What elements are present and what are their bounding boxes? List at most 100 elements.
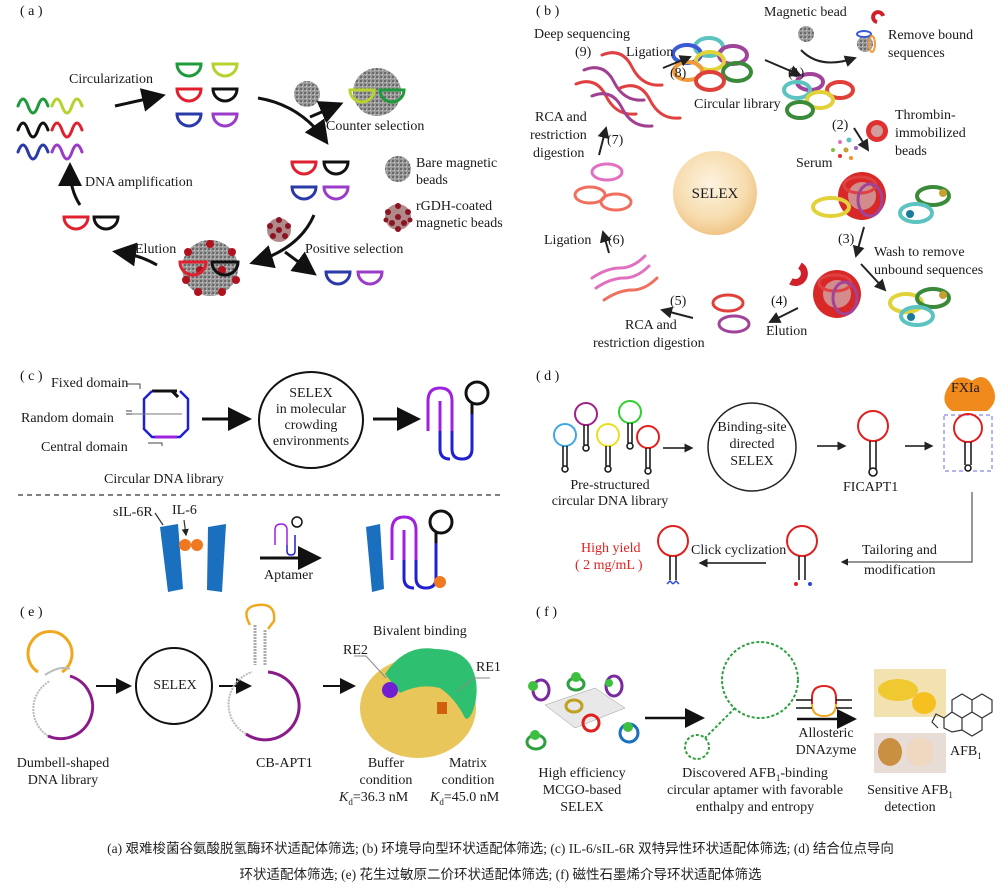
afb1-structure-icon [931,693,993,737]
label-counter-selection: Counter selection [326,119,425,134]
panel-c-tag: ( c ) [20,369,43,384]
label-aptamer: Aptamer [264,568,313,583]
label-selex-c-3: crowding [284,418,338,433]
matrix-kd-value: =45.0 nM [443,790,500,805]
label-library-e-2: DNA library [27,773,99,788]
elution-bead [178,240,240,296]
label-elution-b: Elution [766,324,808,339]
selex-cycle-c [258,371,364,469]
kd-subscript: d [439,796,444,807]
thrombin-bead-bound-2 [813,270,861,318]
circular-library-pool [175,62,239,128]
label-step7: (7) [607,133,624,148]
label-tailoring-1: Tailoring and [862,543,937,558]
label-afb1: AFB1 [950,744,982,764]
selex-center-circle [673,151,757,235]
panel-c-graphics [18,371,500,592]
selex-cycle-d [707,402,797,492]
label-step4: (4) [771,294,788,309]
discovered-text-b: -binding [780,766,828,781]
label-magnetic-bead: Magnetic bead [764,5,847,20]
label-f-selex-3: SELEX [560,800,604,815]
label-il6: IL-6 [172,503,197,518]
label-step2: (2) [832,118,849,133]
label-serum: Serum [796,156,833,171]
panel-f-graphics [525,641,993,773]
label-cbapt1: CB-APT1 [256,756,313,771]
label-fxia: FXIa [951,381,980,396]
label-fixed-domain: Fixed domain [51,376,129,391]
ficapt1-aptamer [857,410,889,442]
label-library-d-2: circular DNA library [551,494,669,509]
label-matrix-kd: Kd=45.0 nM [430,790,499,810]
allosteric-dnazyme-icon [796,684,852,718]
label-circularization: Circularization [69,72,153,87]
legend-rgdh-bead-icon [383,203,413,232]
circular-library-rings [671,36,753,92]
label-buffer-1: Buffer [367,756,405,771]
label-re2: RE2 [343,643,368,658]
label-click-cyclization: Click cyclization [691,543,787,558]
label-selex-d-1: Binding-site [717,420,787,435]
label-allosteric-1: Allosteric [798,726,854,741]
label-remove-bound-1: Remove bound [888,28,974,43]
label-rca-bottom-2: restriction digestion [593,336,705,351]
label-selex-b: SELEX [691,186,739,202]
label-f-selex-2: MCGO-based [542,783,622,798]
label-elution-a: Elution [135,242,177,257]
label-buffer-kd: Kd=36.3 nM [339,790,408,810]
bare-bead-icon [294,81,320,107]
folded-aptamer [426,380,490,461]
magnet-icon [871,10,885,24]
label-selex-c-4: environments [272,434,350,449]
label-rca-2: restriction [530,128,587,143]
figure-caption-line1: (a) 艰难梭菌谷氨酸脱氢酶环状适配体筛选; (b) 环境导向型环状适配体筛选;… [107,841,894,856]
label-high-yield-2: ( 2 mg/mL ) [575,558,643,573]
counter-selection-bead [353,68,401,116]
label-step9: (9) [575,45,592,60]
buffer-kd-value: =36.3 nM [352,790,409,805]
label-circular-dna-library: Circular DNA library [104,472,224,487]
thrombin-bead-icon [866,120,888,142]
fxia-protein-icon [944,377,996,411]
label-buffer-2: condition [359,773,413,788]
label-sil6r: sIL-6R [113,505,153,520]
il6-icon [179,539,191,551]
label-sensitive-2: detection [884,800,936,815]
label-rca-bottom-1: RCA and [625,318,677,333]
label-selex-d-2: directed [729,437,775,452]
afb-subscript: 1 [977,750,982,761]
kd-subscript: d [348,796,353,807]
label-matrix-1: Matrix [448,756,488,771]
label-step6: (6) [608,233,625,248]
label-library-d-1: Pre-structured [570,478,650,493]
label-selex-d-3: SELEX [730,454,774,469]
legend-bare-bead-icon [385,156,411,182]
label-wash-1: Wash to remove [874,245,965,260]
label-step8: (8) [670,66,687,81]
label-allosteric-2: DNAzyme [795,743,857,758]
sensitive-text: Sensitive AFB [867,783,949,798]
afb-subscript: 1 [948,789,953,800]
label-rca-1: RCA and [535,110,587,125]
label-selex-e: SELEX [153,678,197,693]
bivalent-aptamer [385,648,477,719]
panel-a-graphics [16,62,413,296]
label-bivalent-binding: Bivalent binding [373,624,467,639]
graphene-sheet [544,687,626,729]
legend-rgdh-bead-line1: rGDH-coated [416,199,493,214]
afb1-circular-aptamer [721,641,799,719]
label-re1: RE1 [476,660,501,675]
label-ligation-top: Ligation [626,45,674,60]
kd-symbol: K [339,790,349,805]
label-sensitive-1: Sensitive AFB1 [860,783,960,803]
legend-bare-bead-line2: beads [416,173,448,188]
label-tailoring-2: modification [864,563,936,578]
legend-bare-bead-line1: Bare magnetic [416,156,498,171]
discovered-text-a: Discovered AFB [682,766,776,781]
label-matrix-2: condition [441,773,495,788]
label-discovered-3: enthalpy and entropy [695,800,815,815]
legend-rgdh-bead-line2: magnetic beads [416,216,503,231]
afb-subscript: 1 [775,772,781,783]
